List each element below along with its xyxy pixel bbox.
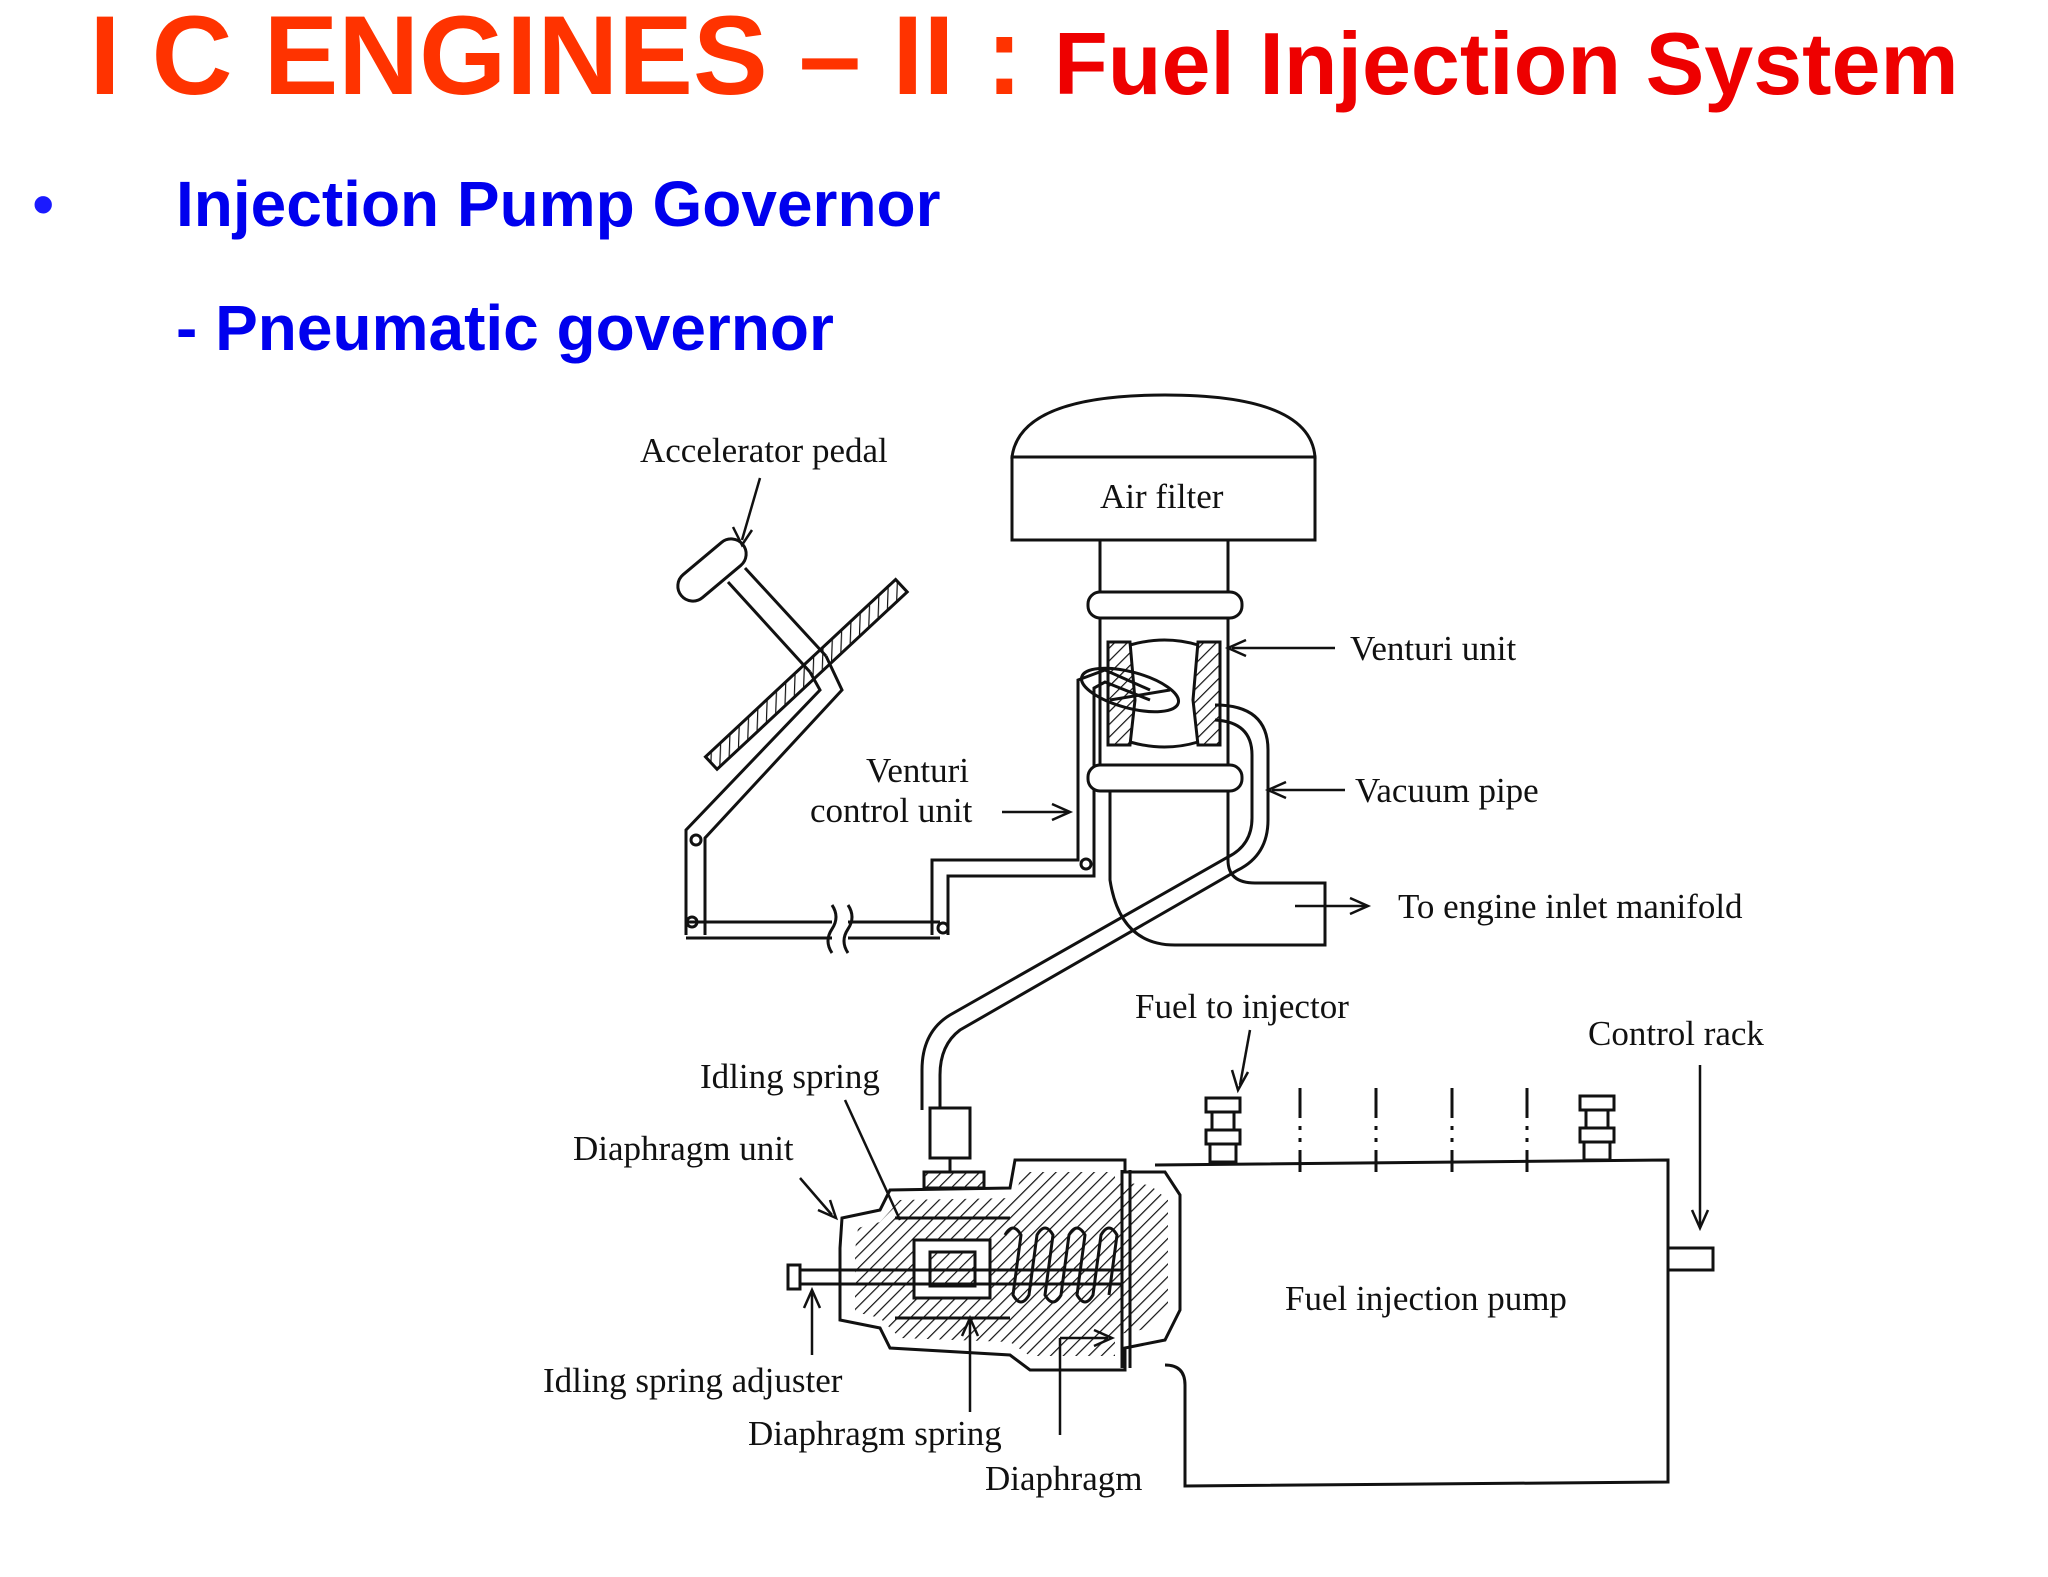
label-pointers [731,477,1710,1435]
air-filter [1010,393,1317,542]
label-diaphragm-unit: Diaphragm unit [573,1129,794,1168]
label-venturi-unit: Venturi unit [1350,629,1517,668]
title-main: I C ENGINES – II : [89,0,1054,118]
title-sub: Fuel Injection System [1053,14,1959,113]
label-idling-spring: Idling spring [700,1057,880,1096]
injector-outlet-right [1578,1094,1616,1162]
label-venturi-control-line1: Venturi [866,751,969,790]
accelerator-pedal [676,537,910,935]
label-diaphragm-spring: Diaphragm spring [748,1414,1002,1453]
label-fuel-injection-pump: Fuel injection pump [1285,1279,1567,1318]
bullet-injection-pump-governor: Injection Pump Governor [176,168,941,240]
linkage-rod [686,904,950,954]
slide-title: I C ENGINES – II : Fuel Injection System [0,0,2048,112]
outlet-markers [1298,1088,1529,1172]
label-vacuum-pipe: Vacuum pipe [1355,771,1539,810]
diaphragm-unit [786,1158,1182,1372]
vacuum-pipe [920,703,1270,1190]
label-venturi-control-line2: control unit [810,791,973,830]
label-diaphragm: Diaphragm [985,1459,1142,1498]
sub-bullet-pneumatic-governor: - Pneumatic governor [176,292,834,364]
label-air-filter: Air filter [1100,477,1224,516]
label-engine-inlet: To engine inlet manifold [1398,887,1743,926]
label-control-rack: Control rack [1588,1014,1764,1053]
bullet-dot: • [32,168,55,240]
label-fuel-to-injector: Fuel to injector [1135,987,1349,1026]
label-idling-spring-adjuster: Idling spring adjuster [543,1361,843,1400]
injector-outlet-left [1204,1096,1242,1164]
fuel-injection-pump [1154,1088,1715,1488]
intake-pipe [1086,540,1327,947]
label-accelerator-pedal: Accelerator pedal [640,431,888,470]
